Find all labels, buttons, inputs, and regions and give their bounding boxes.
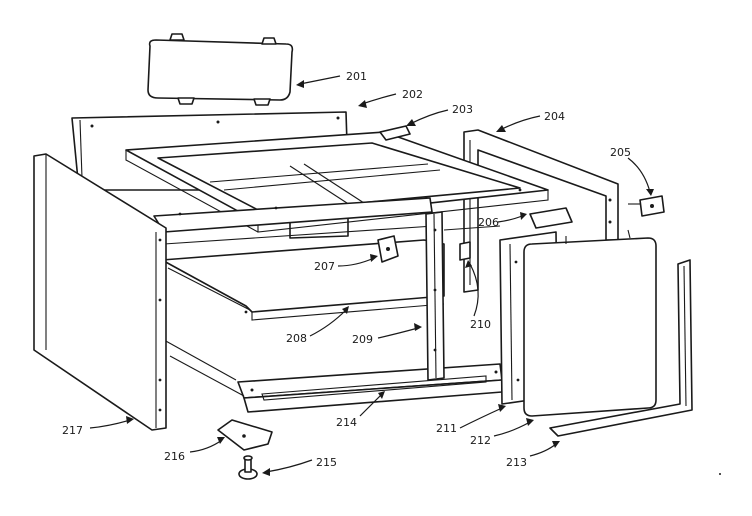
- part-207-bracket: [377, 235, 399, 263]
- part-205-hinge: [628, 195, 665, 217]
- callout-209: 209: [352, 333, 373, 346]
- stray-mark: [719, 473, 721, 475]
- part-214-base-rail: [163, 339, 503, 413]
- part-213-trim-channel: [549, 259, 693, 437]
- part-210-clip: [459, 241, 471, 261]
- callout-215: 215: [316, 456, 337, 469]
- callout-208: 208: [286, 332, 307, 345]
- part-208-shelf: [161, 239, 445, 321]
- callout-206: 206: [478, 216, 499, 229]
- callout-labels: 201 202 203 204 205 206 207 208 209 210 …: [62, 70, 631, 469]
- callout-203: 203: [452, 103, 473, 116]
- callout-211: 211: [436, 422, 457, 435]
- part-204-right-side-panel: [463, 129, 619, 293]
- part-203-top-frame: [125, 125, 549, 233]
- callout-216: 216: [164, 450, 185, 463]
- callout-202: 202: [402, 88, 423, 101]
- part-212-door-panel: [523, 229, 657, 417]
- callout-205: 205: [610, 146, 631, 159]
- part-206-bracket: [529, 207, 573, 229]
- part-201-panel-plate: [147, 33, 294, 106]
- callout-217: 217: [62, 424, 83, 437]
- part-216-foot-plate: [217, 419, 273, 451]
- callout-214: 214: [336, 416, 357, 429]
- part-215-leveling-foot: [238, 455, 258, 480]
- callout-213: 213: [506, 456, 527, 469]
- callout-210: 210: [470, 318, 491, 331]
- callout-201: 201: [346, 70, 367, 83]
- callout-207: 207: [314, 260, 335, 273]
- part-209-center-post: [425, 211, 501, 381]
- callout-212: 212: [470, 434, 491, 447]
- callout-leaders: [89, 75, 654, 476]
- callout-204: 204: [544, 110, 565, 123]
- part-217-left-side-panel: [33, 153, 167, 431]
